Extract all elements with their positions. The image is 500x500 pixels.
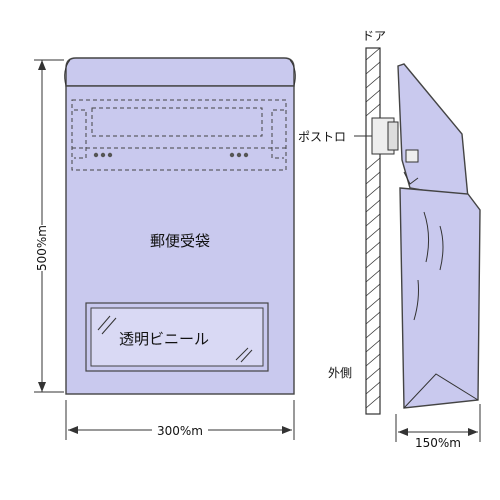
width-arrow-left <box>68 426 78 434</box>
door-label: ドア <box>362 29 386 43</box>
clear-window-label: 透明ビニール <box>119 330 209 348</box>
glare-mark-3 <box>235 347 249 361</box>
height-label-bg <box>33 225 51 271</box>
flap-fold-left <box>64 59 71 87</box>
side-bag-crease-1 <box>423 211 430 263</box>
fastener-dots-right <box>229 152 249 158</box>
outside-label: 外側 <box>328 366 352 380</box>
height-arrow-bottom <box>38 382 46 392</box>
bag-name-label: 郵便受袋 <box>150 232 210 250</box>
width-arrow-right <box>282 426 292 434</box>
dashed-slot-right-tab <box>271 109 284 159</box>
height-dim-label: 500%m <box>35 225 49 271</box>
dashed-slot-inner <box>91 107 263 137</box>
width-label-bg <box>152 421 208 439</box>
depth-dim-label: 150%m <box>415 436 461 450</box>
door-hatching <box>365 47 381 409</box>
fastener-dots-left <box>93 152 113 158</box>
depth-label-bg <box>418 433 460 449</box>
glare-mark-4 <box>240 349 253 363</box>
depth-arrow-right <box>468 428 478 436</box>
side-bag-gusset <box>403 373 479 409</box>
side-bag-crease-3 <box>413 279 419 321</box>
dashed-opening <box>71 99 287 171</box>
glare-mark-2 <box>101 317 117 335</box>
width-dim-label: 300%m <box>157 424 203 438</box>
clear-window <box>90 307 264 367</box>
side-bag-flap-fold <box>403 171 419 185</box>
mail-slot-flap <box>387 121 399 151</box>
side-bag-body <box>399 187 481 409</box>
side-bag-clip <box>405 149 419 163</box>
door-panel <box>365 47 381 415</box>
mail-slot-label: ポストロ <box>298 130 346 144</box>
flap-fold-right <box>289 59 296 87</box>
depth-arrow-left <box>398 428 408 436</box>
glare-mark-1 <box>97 315 111 331</box>
side-bag-crease-2 <box>439 225 444 271</box>
dashed-slot-left-tab <box>74 109 87 159</box>
clear-window-outer <box>85 302 269 372</box>
side-bag-top <box>397 63 469 199</box>
bag-top-flap <box>65 57 295 87</box>
height-arrow-top <box>38 60 46 70</box>
